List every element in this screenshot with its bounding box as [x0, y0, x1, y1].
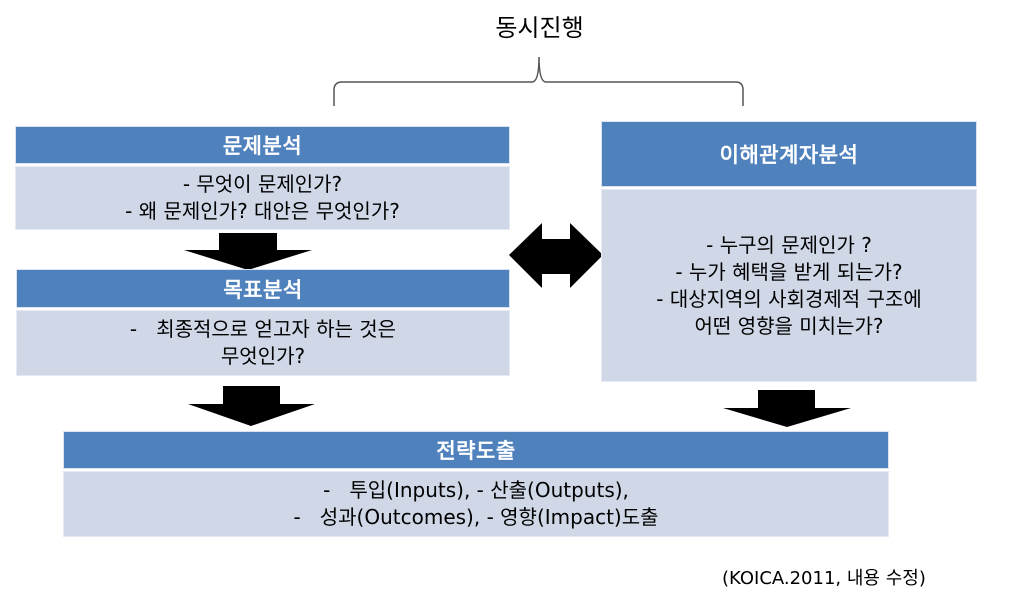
objective-analysis-header: 목표분석 [17, 270, 509, 307]
objective-analysis-title: 목표분석 [223, 277, 303, 302]
stakeholder-analysis-header: 이해관계자분석 [602, 122, 976, 186]
down-arrow-icon-1 [184, 233, 312, 270]
down-arrow-icon-2 [188, 386, 315, 426]
problem-analysis-title: 문제분석 [222, 134, 303, 158]
problem-analysis-line: - 왜 문제인가? 대안은 무엇인가? [125, 199, 400, 223]
concurrent-label: 동시진행 [495, 14, 584, 42]
strategy-derivation-header: 전략도출 [64, 432, 888, 468]
objective-analysis-line: 무엇인가? [220, 344, 306, 368]
strategy-derivation-line: - 투입(Inputs), - 산출(Outputs), [323, 478, 629, 502]
source-citation: (KOICA.2011, 내용 수정) [722, 568, 926, 589]
curly-brace [333, 56, 744, 106]
stakeholder-analysis-line: - 누구의 문제인가 ? [706, 232, 872, 257]
strategy-derivation-line: - 성과(Outcomes), - 영향(Impact)도출 [293, 505, 659, 529]
objective-analysis-body: - 최종적으로 얻고자 하는 것은 무엇인가? [17, 311, 509, 375]
strategy-derivation-body: - 투입(Inputs), - 산출(Outputs), - 성과(Outcom… [64, 472, 888, 536]
stakeholder-analysis-line: - 대상지역의 사회경제적 구조에 [656, 286, 922, 311]
stakeholder-analysis-body: - 누구의 문제인가 ? - 누가 혜택을 받게 되는가? - 대상지역의 사회… [602, 190, 976, 381]
stakeholder-analysis-line: - 누가 혜택을 받게 되는가? [675, 259, 903, 284]
stakeholder-analysis-line: 어떤 영향을 미치는가? [694, 313, 884, 338]
strategy-derivation-title: 전략도출 [436, 439, 516, 463]
stakeholder-analysis-title: 이해관계자분석 [719, 143, 859, 167]
double-arrow-icon [509, 223, 603, 288]
problem-analysis-body: - 무엇이 문제인가? - 왜 문제인가? 대안은 무엇인가? [16, 167, 509, 229]
problem-analysis-header: 문제분석 [16, 127, 509, 163]
objective-analysis-line: - 최종적으로 얻고자 하는 것은 [129, 317, 397, 341]
problem-analysis-line: - 무엇이 문제인가? [182, 172, 343, 196]
down-arrow-icon-3 [723, 390, 851, 427]
